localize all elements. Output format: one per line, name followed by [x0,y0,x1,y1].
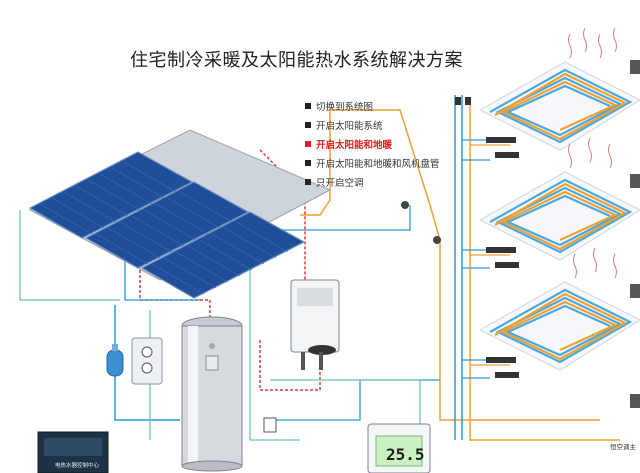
menu-item-ac-only[interactable]: 只开启空调 [305,172,440,191]
menu-item-label: 只开启空调 [316,177,364,189]
side-label: 恒空调主 [610,443,636,451]
menu-item-system-diagram[interactable]: 切换到系统图 [305,96,440,115]
heat-wave-lines [568,27,617,279]
aux-pipe [300,109,441,241]
thermostat [367,423,431,473]
controller-label: 电热水器控制中心 [55,463,100,469]
bullet-icon [305,178,311,185]
green-pipe [19,210,120,301]
wall-boiler [290,279,340,370]
riser-branches [462,139,500,379]
menu-item-solar-floor-heating[interactable]: 开启太阳能和地暖 [305,134,440,153]
floor-1-loop [478,61,640,151]
aux-pipe [469,100,620,441]
expansion-tank [106,344,124,377]
panel-tube-lines [39,161,289,295]
side-thermostat [630,60,640,408]
water-tank [181,316,243,472]
bullet-icon [305,121,311,128]
mode-menu: 切换到系统图 开启太阳能系统 开启太阳能和地暖 开启太阳能和地暖和风机盘管 只开… [305,96,440,191]
pump-station [131,337,163,385]
menu-item-label: 开启太阳能系统 [316,120,383,132]
solar-panel [28,151,194,239]
green-pipe [270,379,421,440]
menu-item-solar[interactable]: 开启太阳能系统 [305,115,440,134]
cold-pipe [270,379,440,421]
pipe-network [19,95,620,441]
bullet-icon [305,140,311,147]
controller-box [37,431,109,473]
menu-item-label: 开启太阳能和地暖和风机盘管 [316,158,440,170]
floor-3-loop [478,281,640,371]
menu-item-label: 切换到系统图 [316,101,374,113]
aux-pipe [439,240,600,421]
solar-panel [140,211,306,299]
solar-panel [84,181,250,269]
valve-fittings [263,97,519,433]
bullet-icon [305,102,311,109]
cold-pipe [114,305,180,421]
bullet-icon [305,159,311,166]
cold-pipe [240,205,411,231]
solar-collector-array [28,129,332,299]
riser-branches [470,144,510,366]
menu-item-label: 开启太阳能和地暖 [316,139,393,151]
thermostat-display: 25.5 [386,445,425,464]
menu-item-solar-floor-fan-coil[interactable]: 开启太阳能和地暖和风机盘管 [305,153,440,172]
floor-2-loop [478,171,640,261]
floor-heating-loops [478,27,640,371]
green-pipe [249,240,300,441]
page-title: 住宅制冷采暖及太阳能热水系统解决方案 [130,50,463,71]
